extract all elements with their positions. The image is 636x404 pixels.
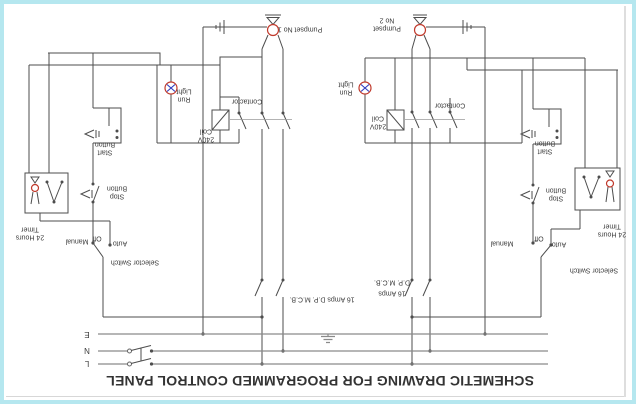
pump2-label-line1: No 2	[380, 17, 395, 24]
coil1-label-line1: Coil	[200, 128, 213, 135]
coil2-icon	[386, 109, 405, 131]
labels: Pumpset No 1 Light Run Coil 240V Contact…	[15, 17, 626, 390]
selector1-manual-label: Manual	[65, 238, 88, 245]
timer1-icon	[24, 172, 69, 214]
run-light1-label-line1: Light	[176, 88, 191, 95]
coil2-label-line1: Coil	[372, 115, 385, 122]
coil1-icon	[211, 109, 230, 131]
stop-button2-label-line1: Button	[546, 187, 566, 194]
junction-dots-circuit2	[410, 110, 601, 366]
selector1-off-label: Off	[92, 235, 101, 242]
run-light1-label-line2: Run	[177, 96, 190, 103]
selector2-off-label: Off	[534, 235, 543, 242]
timer1-label-line1: Timer	[21, 226, 39, 233]
circuit1-switch-blades	[92, 112, 291, 364]
earth-symbol-icon	[321, 334, 335, 344]
contactor2-label: Contactor	[434, 102, 465, 109]
run-light1-icon	[164, 81, 178, 95]
start-button1-label-line1: Button	[95, 141, 115, 148]
junction-dots-circuit1	[45, 111, 285, 366]
pump2-icon	[412, 14, 428, 37]
circuit2-wiring	[364, 26, 618, 364]
pump1-icon	[265, 14, 281, 37]
start-button2-icon	[519, 129, 536, 139]
bus-lines	[98, 333, 548, 367]
timer2-label-line1: Timer	[603, 223, 621, 230]
start-button2-label-line1: Button	[535, 140, 555, 147]
timer2-label-line2: 24 Hours	[597, 231, 626, 238]
stop-button1-label-line1: Button	[107, 185, 127, 192]
main-isolator-icon	[127, 345, 154, 367]
stop-button2-icon	[519, 190, 533, 200]
selector1-label: Selector Switch	[111, 259, 159, 266]
selector2-label: Selector Switch	[570, 267, 618, 274]
mcb2-label-line2: 16 Amps	[378, 290, 406, 297]
selector2-manual-label: Manual	[490, 240, 513, 247]
run-light2-icon	[358, 81, 372, 95]
mcb2-label-line1: D.P. M.C.B.	[374, 279, 410, 286]
pump1-label: Pumpset No 1	[278, 26, 322, 33]
start-button2-label-line2: Start	[538, 148, 553, 155]
timer2-icon	[574, 167, 621, 211]
start-button1-icon	[83, 129, 100, 139]
circuit2-switch-blades	[404, 111, 552, 364]
timer1-label-line2: 24 Hours	[15, 234, 44, 241]
contactor1-label: Contactor	[231, 98, 262, 105]
mcb1-label: 16 Amps D.P. M.C.B.	[289, 296, 354, 303]
line-bus-label: L	[84, 359, 89, 368]
selector2-auto-label: Auto	[552, 241, 567, 248]
pump2-label-line2: Pumpset	[373, 25, 401, 32]
stop-button2-label-line2: Stop	[549, 195, 564, 202]
drawing-title: SCHEMETIC DRAWING FOR PROGRAMMED CONTROL…	[106, 373, 534, 389]
stop-button1-label-line2: Stop	[110, 193, 125, 200]
selector1-auto-label: Auto	[113, 240, 128, 247]
coil2-label-line2: 240V	[370, 123, 387, 130]
coil1-label-line2: 240V	[198, 136, 215, 143]
circuit1-wiring	[28, 26, 292, 364]
neutral-bus-label: N	[84, 346, 90, 355]
earth2-icon	[462, 20, 472, 34]
earth1-icon	[215, 20, 225, 34]
stop-button1-icon	[79, 189, 93, 199]
start-button1-label-line2: Start	[98, 149, 113, 156]
run-light2-label-line1: Light	[338, 81, 353, 88]
run-light2-label-line2: Run	[339, 89, 352, 96]
earth-bus-label: E	[84, 330, 89, 339]
